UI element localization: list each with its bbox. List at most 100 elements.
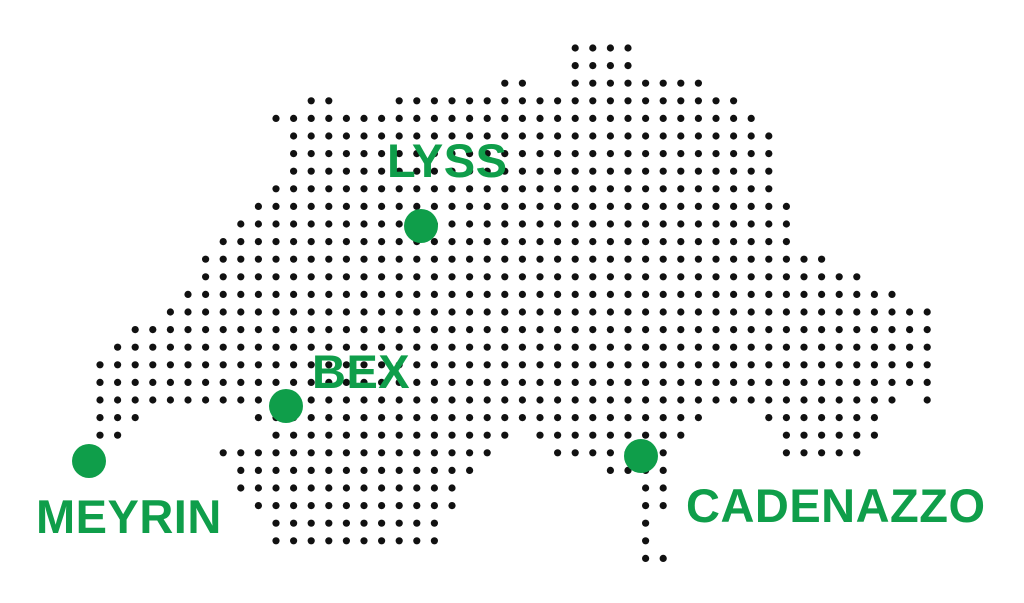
map-dot — [290, 537, 298, 545]
map-dot — [483, 290, 491, 298]
map-dot — [606, 326, 615, 334]
map-dot — [483, 97, 491, 105]
map-dot — [747, 290, 755, 298]
map-dot — [430, 414, 438, 422]
map-dot — [114, 378, 122, 386]
map-dot — [624, 431, 632, 439]
map-dot — [853, 273, 861, 281]
map-dot — [430, 484, 438, 492]
map-dot — [466, 414, 474, 422]
map-dot — [642, 150, 650, 158]
map-dot — [466, 343, 474, 351]
map-dot — [518, 220, 527, 228]
map-dot — [747, 150, 755, 158]
map-dot — [554, 449, 562, 457]
map-dot — [501, 114, 509, 122]
map-dot — [342, 273, 350, 281]
map-dot — [589, 132, 597, 140]
map-dot — [694, 273, 703, 281]
map-dot — [202, 361, 210, 369]
map-dot — [518, 326, 527, 334]
map-dot — [360, 519, 368, 527]
map-dot — [870, 361, 879, 369]
map-dot — [307, 502, 315, 510]
map-dot — [536, 273, 544, 281]
map-dot — [853, 361, 861, 369]
map-dot — [888, 290, 896, 298]
map-dot — [166, 343, 174, 351]
map-dot — [606, 132, 615, 140]
map-dot — [730, 202, 738, 210]
map-dot — [554, 167, 562, 175]
map-dot — [395, 326, 403, 334]
map-dot — [518, 273, 527, 281]
map-dot — [501, 167, 509, 175]
map-dot — [642, 378, 650, 386]
map-dot — [694, 167, 703, 175]
map-dot — [835, 308, 843, 316]
map-dot — [483, 361, 491, 369]
location-label-meyrin: MEYRIN — [36, 490, 222, 543]
map-dot — [800, 414, 808, 422]
map-dot — [765, 185, 773, 193]
map-dot — [342, 326, 350, 334]
map-dot — [254, 290, 262, 298]
map-dot — [325, 273, 333, 281]
map-dot — [906, 308, 914, 316]
map-dot — [272, 502, 280, 510]
map-dot — [606, 396, 615, 404]
map-dot — [219, 449, 227, 457]
map-dot — [114, 361, 122, 369]
map-dot — [448, 414, 456, 422]
map-dot — [659, 361, 667, 369]
map-dot — [395, 466, 403, 474]
map-dot — [501, 396, 509, 404]
map-dot — [395, 273, 403, 281]
map-dot — [342, 202, 350, 210]
map-dot — [254, 343, 262, 351]
map-dot — [501, 378, 509, 386]
map-dot — [307, 484, 315, 492]
map-dot — [342, 308, 350, 316]
map-dot — [642, 79, 650, 87]
map-dot — [290, 114, 298, 122]
map-dot — [712, 290, 720, 298]
map-dot — [589, 44, 597, 52]
map-dot — [782, 361, 791, 369]
map-dot — [378, 185, 386, 193]
map-dot — [589, 79, 597, 87]
map-dot — [131, 396, 139, 404]
map-dot — [325, 255, 333, 263]
map-dot — [536, 167, 544, 175]
map-dot — [712, 114, 720, 122]
map-dot — [642, 554, 650, 563]
map-dot — [554, 431, 562, 439]
map-dot — [765, 308, 773, 316]
map-dot — [818, 431, 826, 439]
map-dot — [290, 273, 298, 281]
map-dot — [448, 202, 456, 210]
map-dot — [606, 202, 615, 210]
map-dot — [430, 114, 438, 122]
map-dot — [483, 238, 491, 246]
map-dot — [923, 326, 931, 334]
map-dot — [395, 220, 403, 228]
map-dot — [290, 185, 298, 193]
map-dot — [571, 361, 579, 369]
map-dot — [518, 343, 527, 351]
map-dot — [501, 202, 509, 210]
map-dot — [853, 343, 861, 351]
map-dot — [501, 273, 509, 281]
map-dot — [554, 150, 562, 158]
map-dot — [483, 396, 491, 404]
map-dot — [325, 132, 333, 140]
map-dot — [624, 62, 632, 70]
map-dot — [325, 308, 333, 316]
map-dot — [430, 396, 438, 404]
map-dot — [677, 132, 685, 140]
map-dot — [430, 150, 438, 158]
map-dot — [606, 290, 615, 298]
map-dot — [677, 414, 685, 422]
map-dot — [430, 202, 438, 210]
map-dot — [730, 396, 738, 404]
